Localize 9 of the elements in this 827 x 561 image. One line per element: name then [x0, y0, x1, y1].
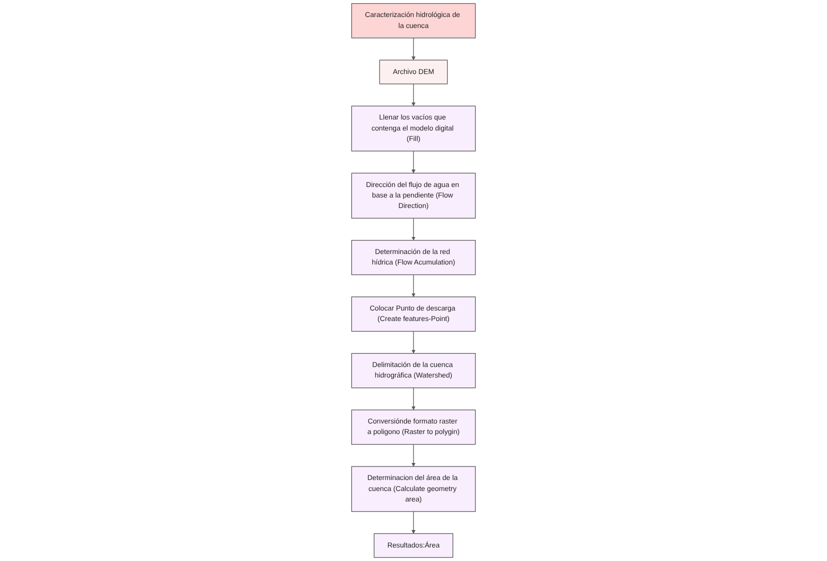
- arrow: [412, 274, 416, 298]
- arrow: [412, 330, 416, 354]
- arrow: [412, 218, 416, 240]
- arrow: [412, 38, 416, 60]
- arrow: [412, 84, 416, 106]
- arrow: [412, 511, 416, 534]
- arrow: [412, 150, 416, 174]
- arrow: [412, 444, 416, 467]
- arrow: [412, 388, 416, 410]
